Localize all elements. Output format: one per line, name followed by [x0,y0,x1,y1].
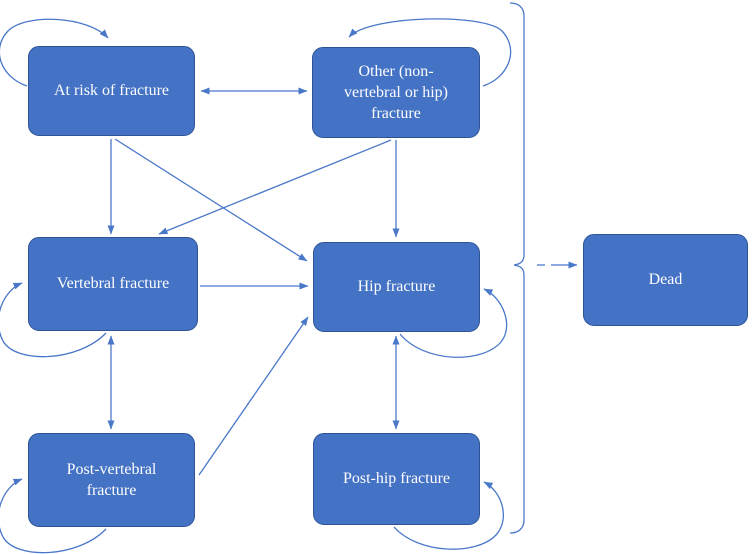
node-label: At risk of fracture [53,82,170,100]
node-label: Hip fracture [357,278,436,296]
arrow-other-to-vertebral [158,139,392,235]
arrow-at-risk-to-hip [114,138,308,262]
arrow-other-fracture-self-loop [348,18,512,87]
arrow-post-vertebral-to-hip [198,316,309,476]
node-dead: Dead [583,234,748,326]
node-label: Other (non-vertebral or hip) fracture [344,62,448,123]
arrow-hip-self-loop [399,288,508,358]
node-label: Post-vertebral fracture [66,460,157,499]
node-hip-fracture: Hip fracture [313,242,480,332]
node-label: Vertebral fracture [56,275,170,293]
node-post-vertebral-fracture: Post-vertebral fracture [28,433,195,527]
arrow-at-risk-self-loop [0,18,109,87]
arrow-post-vertebral-self-loop [0,478,107,554]
node-vertebral-fracture: Vertebral fracture [28,237,198,331]
node-label: Post-hip fracture [342,470,451,488]
node-other-fracture: Other (non-vertebral or hip) fracture [312,47,480,138]
node-at-risk-of-fracture: At risk of fracture [28,46,195,136]
arrow-post-hip-self-loop [393,481,504,550]
bracket-all-states [509,2,525,534]
node-label: Dead [648,271,683,289]
arrow-vertebral-self-loop [0,282,107,358]
node-post-hip-fracture: Post-hip fracture [313,433,480,525]
